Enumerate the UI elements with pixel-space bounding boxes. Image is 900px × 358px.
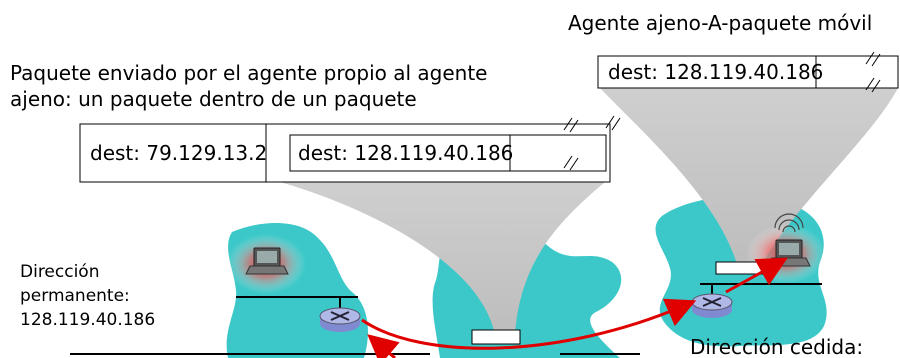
home-agent-caption-line2: ajeno: un paquete dentro de un paquete [10, 87, 417, 111]
funnel-foreign-packet [600, 88, 898, 268]
foreign-packet [597, 55, 899, 89]
packet-at-foreign-lan [715, 261, 767, 275]
foreign-agent-title: Agente ajeno-A-paquete móvil [568, 11, 872, 35]
funnel-home-to-internet [280, 182, 605, 335]
intercept-arrow [367, 334, 400, 358]
wireless-signal-icon [774, 213, 804, 233]
permanent-address-line1: Dirección [20, 262, 99, 282]
inner-packet [289, 134, 607, 172]
home-agent-caption-line1: Paquete enviado por el agente propio al … [10, 61, 488, 85]
permanent-address-line3: 128.119.40.186 [20, 310, 155, 330]
router-icon [691, 293, 733, 318]
break-mark [865, 51, 881, 93]
router-icon [319, 307, 361, 332]
break-mark [563, 115, 621, 171]
tunnel-arrow [361, 298, 697, 350]
care-of-address-label: Dirección cedida: [690, 335, 863, 358]
laptop-icon [245, 247, 289, 275]
foreign-dest-label: dest: 128.119.40.186 [608, 60, 823, 84]
inner-dest-label: dest: 128.119.40.186 [298, 141, 513, 165]
delivery-arrow [725, 257, 788, 294]
outer-dest-label: dest: 79.129.13.2 [90, 141, 267, 165]
permanent-address-line2: permanente: [20, 286, 130, 306]
packet-in-transit [471, 329, 521, 345]
